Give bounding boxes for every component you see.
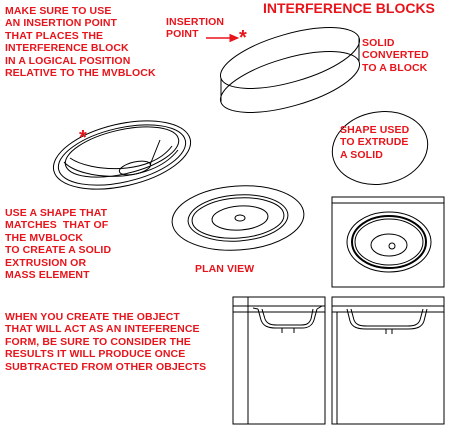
insertion-instructions-note: MAKE SURE TO USE AN INSERTION POINT THAT… — [5, 5, 156, 80]
solid-block-cylinder — [219, 27, 361, 113]
use-shape-note: USE A SHAPE THAT MATCHES THAT OF THE MVB… — [5, 207, 112, 282]
diagram-title: INTERFERENCE BLOCKS — [263, 0, 435, 16]
when-create-note: WHEN YOU CREATE THE OBJECT THAT WILL ACT… — [5, 311, 207, 373]
plan-view-sink — [171, 185, 305, 251]
plan-view-label: PLAN VIEW — [195, 263, 255, 275]
elevation-left — [232, 296, 326, 425]
elevation-right — [331, 296, 445, 425]
shape-used-note: SHAPE USED TO EXTRUDE A SOLID — [340, 124, 410, 161]
extrude-shape-ellipse — [331, 111, 429, 185]
insertion-point-marker: * — [239, 27, 247, 49]
sink-isometric — [52, 120, 192, 190]
insertion-arrow — [206, 33, 240, 43]
insertion-point-label: INSERTION POINT — [166, 16, 225, 41]
plan-view-top — [331, 196, 445, 288]
sink-insertion-marker: * — [79, 127, 87, 149]
solid-converted-note: SOLID CONVERTED TO A BLOCK — [362, 37, 429, 74]
